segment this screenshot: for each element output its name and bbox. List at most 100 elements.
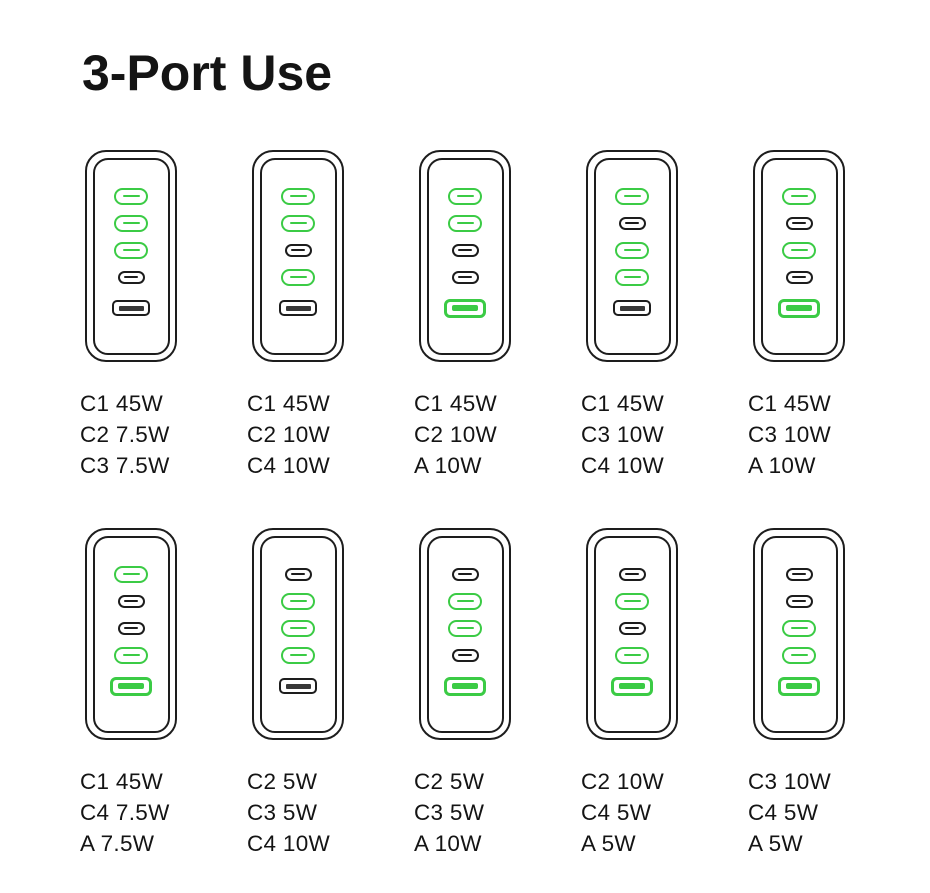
- port-wattage-label: C1 45W: [80, 391, 164, 416]
- port-pin: [124, 627, 138, 629]
- usb-c-port-c4-inactive: [117, 270, 145, 284]
- port-pin: [285, 683, 311, 689]
- usb-c-port-c3-active: [782, 241, 816, 259]
- port-slot: [596, 295, 669, 322]
- port-slot: [95, 295, 168, 322]
- port-pin: [786, 305, 812, 311]
- port-column: [763, 561, 836, 700]
- charger-body: [419, 528, 511, 740]
- usb-c-port-c1-inactive: [785, 567, 813, 581]
- port-wattage-label: A 10W: [414, 453, 482, 478]
- usb-c-port-c2-active: [448, 214, 482, 232]
- port-slot: [262, 183, 335, 210]
- port-slot: [429, 673, 502, 700]
- port-pin: [289, 599, 307, 603]
- port-wattage-label: C3 7.5W: [80, 453, 170, 478]
- usb-c-port-c3-inactive: [618, 621, 646, 635]
- port-wattage-label: C3 5W: [414, 800, 485, 825]
- port-pin: [291, 573, 305, 575]
- usb-c-port-c2-inactive: [785, 216, 813, 230]
- usb-c-port-c2-active: [448, 592, 482, 610]
- usb-c-port-c4-active: [114, 646, 148, 664]
- charger-faceplate: [426, 535, 504, 733]
- port-pin: [792, 600, 806, 602]
- port-wattage-label: C1 45W: [748, 391, 832, 416]
- charger-faceplate: [92, 157, 170, 355]
- usb-c-port-c3-active: [281, 619, 315, 637]
- port-wattage-label: A 10W: [748, 453, 816, 478]
- port-pin: [118, 305, 144, 311]
- charger-faceplate: [760, 535, 838, 733]
- port-slot: [763, 183, 836, 210]
- port-pin: [458, 249, 472, 251]
- port-pin: [289, 653, 307, 657]
- port-pin: [122, 194, 140, 198]
- port-slot: [763, 264, 836, 291]
- port-column: [763, 183, 836, 322]
- charger-body: [252, 528, 344, 740]
- port-pin: [291, 249, 305, 251]
- port-slot: [262, 673, 335, 700]
- port-pin: [625, 222, 639, 224]
- port-pin: [456, 599, 474, 603]
- charger-faceplate: [760, 157, 838, 355]
- charger-body: [252, 150, 344, 362]
- port-slot: [596, 673, 669, 700]
- charger-faceplate: [259, 157, 337, 355]
- port-slot: [95, 183, 168, 210]
- port-pin: [122, 248, 140, 252]
- usb-c-port-c4-inactive: [451, 270, 479, 284]
- usb-a-port-a-active: [444, 676, 486, 696]
- port-pin: [623, 275, 641, 279]
- port-wattage-label: C3 10W: [748, 422, 832, 447]
- port-slot: [429, 295, 502, 322]
- port-wattage-label: C4 7.5W: [80, 800, 170, 825]
- port-slot: [262, 588, 335, 615]
- usb-c-port-c1-active: [114, 565, 148, 583]
- charger-faceplate: [426, 157, 504, 355]
- usb-c-port-c2-inactive: [618, 216, 646, 230]
- port-pin: [289, 275, 307, 279]
- port-pin: [619, 683, 645, 689]
- port-pin: [790, 653, 808, 657]
- usb-c-port-c4-active: [615, 268, 649, 286]
- port-pin: [458, 654, 472, 656]
- port-column: [596, 183, 669, 322]
- port-pin: [452, 683, 478, 689]
- port-slot: [95, 642, 168, 669]
- port-slot: [262, 615, 335, 642]
- port-slot: [596, 210, 669, 237]
- port-slot: [763, 673, 836, 700]
- usb-a-port-a-active: [110, 676, 152, 696]
- charger-faceplate: [259, 535, 337, 733]
- port-slot: [429, 642, 502, 669]
- port-pin: [623, 194, 641, 198]
- port-pin: [792, 222, 806, 224]
- usb-a-port-a-active: [778, 298, 820, 318]
- usb-c-port-c4-active: [281, 268, 315, 286]
- port-wattage-label: C1 45W: [247, 391, 331, 416]
- usb-c-port-c1-inactive: [451, 567, 479, 581]
- charger-body: [419, 150, 511, 362]
- port-pin: [625, 573, 639, 575]
- charger-faceplate: [593, 157, 671, 355]
- port-slot: [763, 588, 836, 615]
- usb-c-port-c1-active: [615, 187, 649, 205]
- port-slot: [763, 642, 836, 669]
- port-wattage-label: C2 10W: [414, 422, 498, 447]
- charger-body: [753, 150, 845, 362]
- usb-c-port-c3-active: [114, 241, 148, 259]
- port-wattage-label: C3 5W: [247, 800, 318, 825]
- port-column: [95, 183, 168, 322]
- port-wattage-label: C1 45W: [80, 769, 164, 794]
